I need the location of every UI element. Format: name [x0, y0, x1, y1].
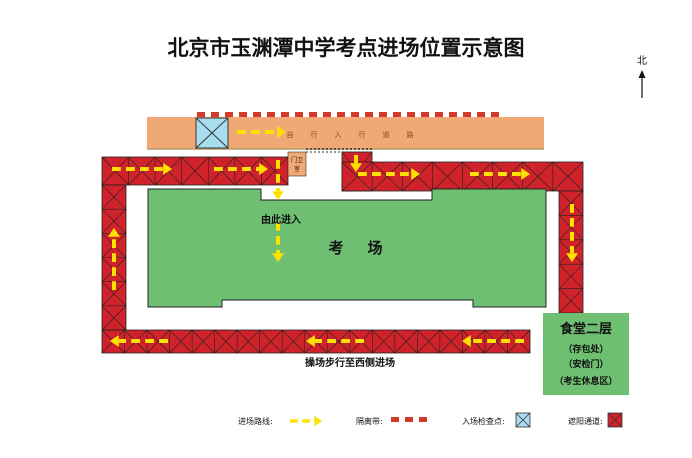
legend: 进场路线: 隔离带: 入场检查点: 遮阳通道:	[238, 412, 623, 428]
isolation-block	[295, 112, 303, 117]
isolation-block	[449, 112, 457, 117]
isolation-block	[225, 112, 233, 117]
route-arrow-top-right-2-icon	[470, 168, 530, 180]
isolation-block	[365, 112, 373, 117]
isolation-block	[379, 112, 387, 117]
isolation-block	[463, 112, 471, 117]
isolation-block	[309, 112, 317, 117]
entrance-checkpoint-icon	[195, 117, 229, 149]
legend-checkpoint-icon	[515, 412, 531, 428]
entry-route	[108, 126, 578, 347]
route-arrow-gate-icon	[272, 160, 284, 200]
canteen-box	[543, 313, 629, 395]
shade-top-right	[341, 161, 584, 192]
north-arrow-icon	[638, 70, 646, 98]
legend-isolation-icon	[391, 417, 427, 422]
isolation-block	[477, 112, 485, 117]
exam-building	[147, 188, 547, 308]
route-arrow-road-icon	[237, 126, 286, 138]
road-char-3: 入	[335, 131, 342, 139]
route-arrow-entrance-icon	[272, 222, 284, 262]
canteen-line-bag: （存包处）	[563, 343, 608, 355]
isolation-block	[337, 112, 345, 117]
entrance-label: 由此进入	[261, 213, 301, 226]
isolation-block	[421, 112, 429, 117]
legend-route-arrow-icon	[290, 415, 322, 427]
isolation-block	[281, 112, 289, 117]
legend-route-label: 进场路线:	[238, 416, 273, 426]
route-arrow-top-left-1-icon	[112, 163, 172, 175]
isolation-block	[267, 112, 275, 117]
legend-isolation-label: 隔离带:	[356, 416, 383, 426]
road-char-5: 道	[383, 130, 390, 139]
isolation-block	[253, 112, 261, 117]
canteen-title: 食堂二层	[560, 321, 612, 337]
road-char-6: 路	[407, 130, 414, 139]
canteen-line-security: （安检门）	[563, 358, 608, 370]
isolation-block	[239, 112, 247, 117]
guard-room-label-1: 门卫	[291, 156, 303, 164]
route-arrow-left-icon	[108, 228, 120, 290]
isolation-block	[323, 112, 331, 117]
legend-route-arrow-shape	[290, 415, 322, 427]
road-label: 自 行 入 行 道 路	[287, 130, 414, 139]
isolation-block	[351, 112, 359, 117]
legend-shade-icon	[607, 412, 623, 428]
isolation-block	[491, 112, 499, 117]
isolation-block	[407, 112, 415, 117]
guard-room	[287, 151, 307, 177]
legend-checkpoint-label: 入场检查点:	[462, 416, 505, 426]
route-arrow-right-icon	[566, 204, 578, 262]
route-arrow-top-left-2-icon	[214, 163, 268, 175]
road-char-2: 行	[311, 130, 318, 139]
diagram-title: 北京市玉渊潭中学考点进场位置示意图	[168, 36, 525, 60]
playground-route-label: 操场步行至西侧进场	[305, 356, 395, 369]
road-char-1: 自	[287, 130, 294, 139]
route-arrow-top-right-1-icon	[358, 168, 420, 180]
exam-area-char-2: 场	[367, 239, 382, 257]
isolation-block	[211, 112, 219, 117]
route-arrow-bottom-1-icon	[462, 335, 524, 347]
isolation-block	[393, 112, 401, 117]
route-arrow-stub-icon	[350, 155, 362, 172]
canteen-line-rest: （考生休息区）	[554, 375, 617, 387]
exam-area-char-1: 考	[328, 239, 343, 257]
legend-shade-label: 遮阳通道:	[568, 416, 603, 426]
isolation-block	[435, 112, 443, 117]
route-arrow-bottom-3-icon	[110, 335, 168, 347]
road-char-4: 行	[359, 130, 366, 139]
isolation-block	[197, 112, 205, 117]
isolation-strip-top	[197, 112, 499, 117]
route-arrow-bottom-2-icon	[306, 335, 364, 347]
north-label: 北	[637, 55, 647, 67]
guard-room-label-2: 室	[294, 165, 300, 173]
